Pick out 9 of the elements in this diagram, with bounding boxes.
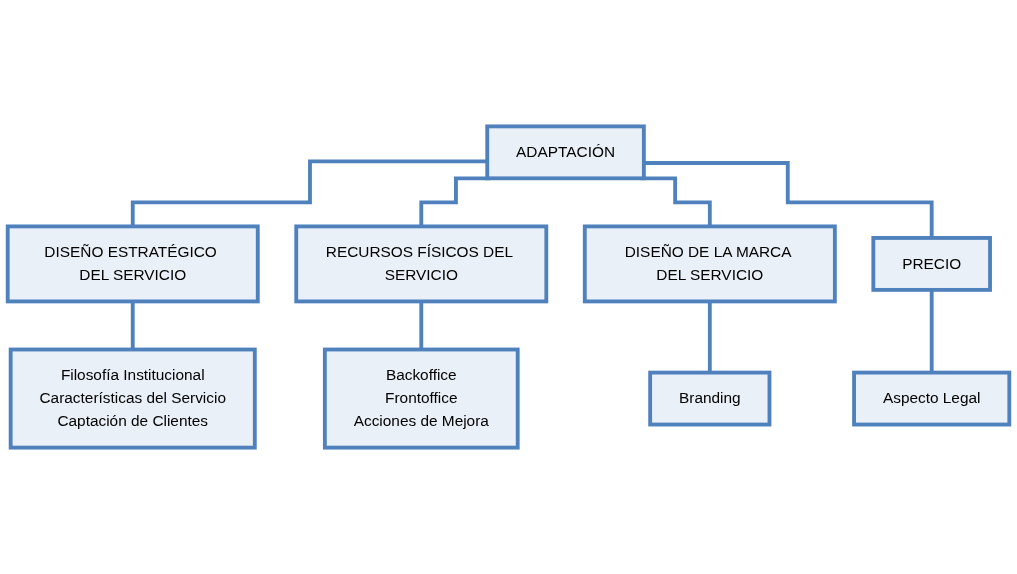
node-box: DISEÑO DE LA MARCA DEL SERVICIO xyxy=(582,224,837,304)
node-box: Filosofía Institucional Características del Servicio Captación de Clientes xyxy=(8,347,257,450)
node-box: PRECIO xyxy=(871,236,992,292)
node-box: Branding xyxy=(648,370,772,427)
node-box: ADAPTACIÓN xyxy=(485,124,646,181)
node-box: Aspecto Legal xyxy=(852,370,1012,427)
node-box: RECURSOS FÍSICOS DEL SERVICIO xyxy=(294,224,549,304)
node-box: DISEÑO ESTRATÉGICO DEL SERVICIO xyxy=(5,224,260,304)
node-box: Backoffice Frontoffice Acciones de Mejora xyxy=(322,347,520,450)
